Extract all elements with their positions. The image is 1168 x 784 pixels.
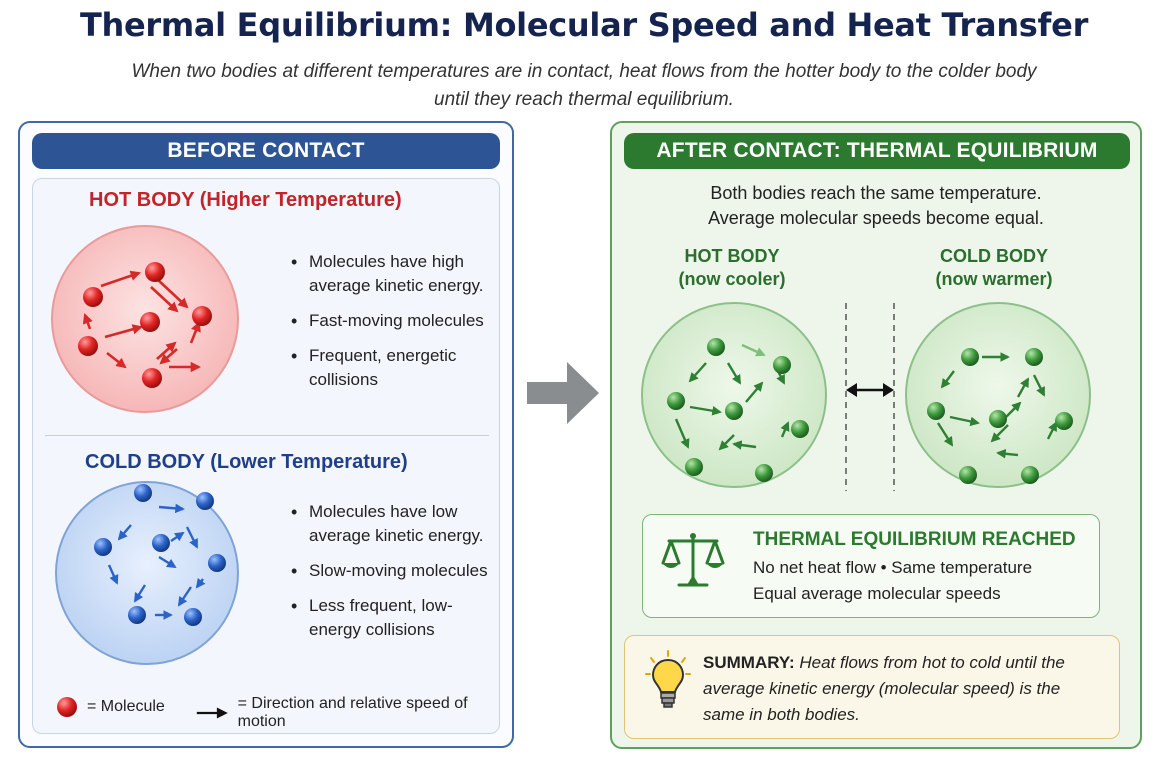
cold-motion-arrows (107, 503, 206, 620)
contact-boundary (845, 303, 895, 491)
hot-body-label-state: (now cooler) (678, 269, 786, 289)
hot-body-title: HOT BODY (Higher Temperature) (89, 189, 402, 211)
equilibrium-diagram (641, 302, 1091, 491)
cold-equilibrium-molecules (927, 348, 1073, 484)
lightbulb-icon (645, 650, 691, 708)
balance-scale-icon (661, 533, 725, 587)
arrow-right-icon (196, 707, 228, 719)
summary-text: SUMMARY: Heat flows from hot to cold unt… (703, 650, 1103, 728)
equilibrium-reached-title: THERMAL EQUILIBRIUM REACHED (753, 529, 1076, 550)
diagram-legend: = Molecule = Direction and relative spee… (55, 691, 495, 730)
right-arrow-icon (527, 362, 599, 424)
hot-fact: Frequent, energetic collisions (287, 344, 497, 392)
cold-body-diagram (55, 481, 239, 665)
hot-fact: Molecules have high average kinetic ener… (287, 250, 497, 298)
equilibrium-description-line: Average molecular speeds become equal. (708, 208, 1044, 228)
before-contact-banner: BEFORE CONTACT (32, 133, 500, 169)
page-title: Thermal Equilibrium: Molecular Speed and… (79, 6, 1089, 44)
cold-body-equilibrium-circle (905, 302, 1091, 488)
equilibrium-reached-line: Equal average molecular speeds (753, 584, 1001, 603)
before-contact-panel: BEFORE CONTACT HOT BODY (Higher Temperat… (18, 121, 514, 748)
legend-arrow-label: = Direction and relative speed of motion (237, 695, 468, 730)
cold-body-label-state: (now warmer) (935, 269, 1053, 289)
page-subtitle: When two bodies at different temperature… (131, 61, 1037, 110)
equilibrium-reached-line: No net heat flow • Same temperature (753, 558, 1033, 577)
hot-motion-arrows (82, 270, 202, 373)
section-divider (45, 435, 489, 436)
cold-body-label-name: COLD BODY (940, 246, 1048, 266)
cold-molecules (94, 484, 226, 626)
after-contact-panel: AFTER CONTACT: THERMAL EQUILIBRIUM Both … (610, 121, 1142, 749)
hot-body-label-name: HOT BODY (684, 246, 780, 266)
hot-equilibrium-arrows (674, 362, 790, 451)
before-contact-content: HOT BODY (Higher Temperature) (32, 178, 500, 734)
legend-arrow: = Direction and relative speed of motion (195, 695, 495, 731)
equilibrium-description: Both bodies reach the same temperature. … (612, 181, 1140, 231)
hot-body-facts: Molecules have high average kinetic ener… (287, 250, 497, 403)
double-arrow-icon (846, 383, 894, 397)
hot-body-label: HOT BODY (now cooler) (652, 245, 812, 291)
cold-fact: Slow-moving molecules (287, 559, 497, 583)
cold-fact: Molecules have low average kinetic energ… (287, 500, 497, 548)
hot-equilibrium-molecules (667, 338, 809, 482)
after-contact-banner: AFTER CONTACT: THERMAL EQUILIBRIUM (624, 133, 1130, 169)
cold-fact: Less frequent, low-energy collisions (287, 594, 497, 642)
summary-label: SUMMARY: (703, 653, 795, 672)
hot-body-diagram (51, 225, 239, 413)
cold-equilibrium-arrows (936, 352, 1058, 459)
equilibrium-status-box: THERMAL EQUILIBRIUM REACHED No net heat … (642, 514, 1100, 618)
hot-fact: Fast-moving molecules (287, 309, 497, 333)
legend-molecule: = Molecule (55, 695, 165, 719)
equilibrium-description-line: Both bodies reach the same temperature. (710, 183, 1042, 203)
hot-molecules (78, 262, 212, 388)
cold-body-facts: Molecules have low average kinetic energ… (287, 500, 497, 653)
summary-box: SUMMARY: Heat flows from hot to cold unt… (624, 635, 1120, 739)
cold-body-label: COLD BODY (now warmer) (906, 245, 1082, 291)
legend-molecule-label: = Molecule (87, 698, 165, 715)
molecule-icon (57, 697, 77, 717)
cold-body-title: COLD BODY (Lower Temperature) (85, 451, 408, 473)
cold-body-circle (55, 481, 239, 665)
summary-body: Heat flows from hot to cold until the av… (703, 653, 1065, 724)
